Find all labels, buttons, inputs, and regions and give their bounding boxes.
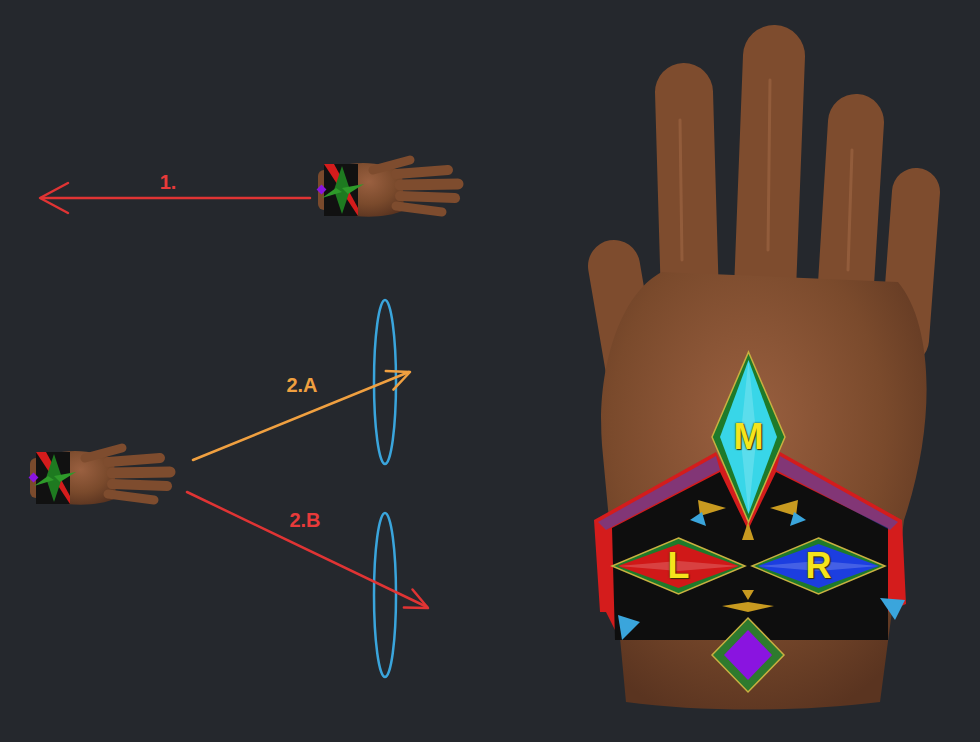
ornament bbox=[690, 512, 706, 526]
small-hand bbox=[29, 448, 170, 505]
ornament bbox=[790, 512, 806, 526]
target-ring bbox=[374, 513, 396, 677]
bracelet-edge bbox=[776, 456, 898, 530]
large-hand bbox=[601, 56, 926, 710]
gem-setting bbox=[712, 618, 784, 692]
callout-number: 2.B bbox=[289, 509, 320, 531]
small-hand bbox=[317, 160, 458, 217]
gem-letter: L bbox=[668, 548, 690, 584]
ornament bbox=[742, 522, 754, 540]
arrow bbox=[193, 371, 410, 460]
callout-number: 1. bbox=[160, 171, 177, 193]
ornament bbox=[618, 615, 640, 640]
gem-m: M bbox=[712, 352, 785, 522]
purple-gem bbox=[724, 630, 772, 680]
gem-l: L bbox=[612, 538, 745, 594]
arrow bbox=[187, 492, 428, 608]
gem-face bbox=[720, 360, 777, 514]
gem-letter: R bbox=[806, 548, 832, 584]
gem-face bbox=[758, 544, 879, 588]
gem-face bbox=[618, 544, 739, 588]
gem-r: R bbox=[752, 538, 885, 594]
ornament bbox=[742, 590, 754, 600]
gem-setting bbox=[712, 352, 785, 522]
bracelet-edge bbox=[598, 456, 720, 530]
gem-setting bbox=[612, 538, 745, 594]
ornament bbox=[722, 602, 774, 612]
callout-number: 2.A bbox=[286, 374, 317, 396]
gem-letter: M bbox=[734, 419, 764, 455]
gem-setting bbox=[752, 538, 885, 594]
ornament bbox=[880, 598, 905, 620]
finger-highlights bbox=[680, 80, 852, 270]
